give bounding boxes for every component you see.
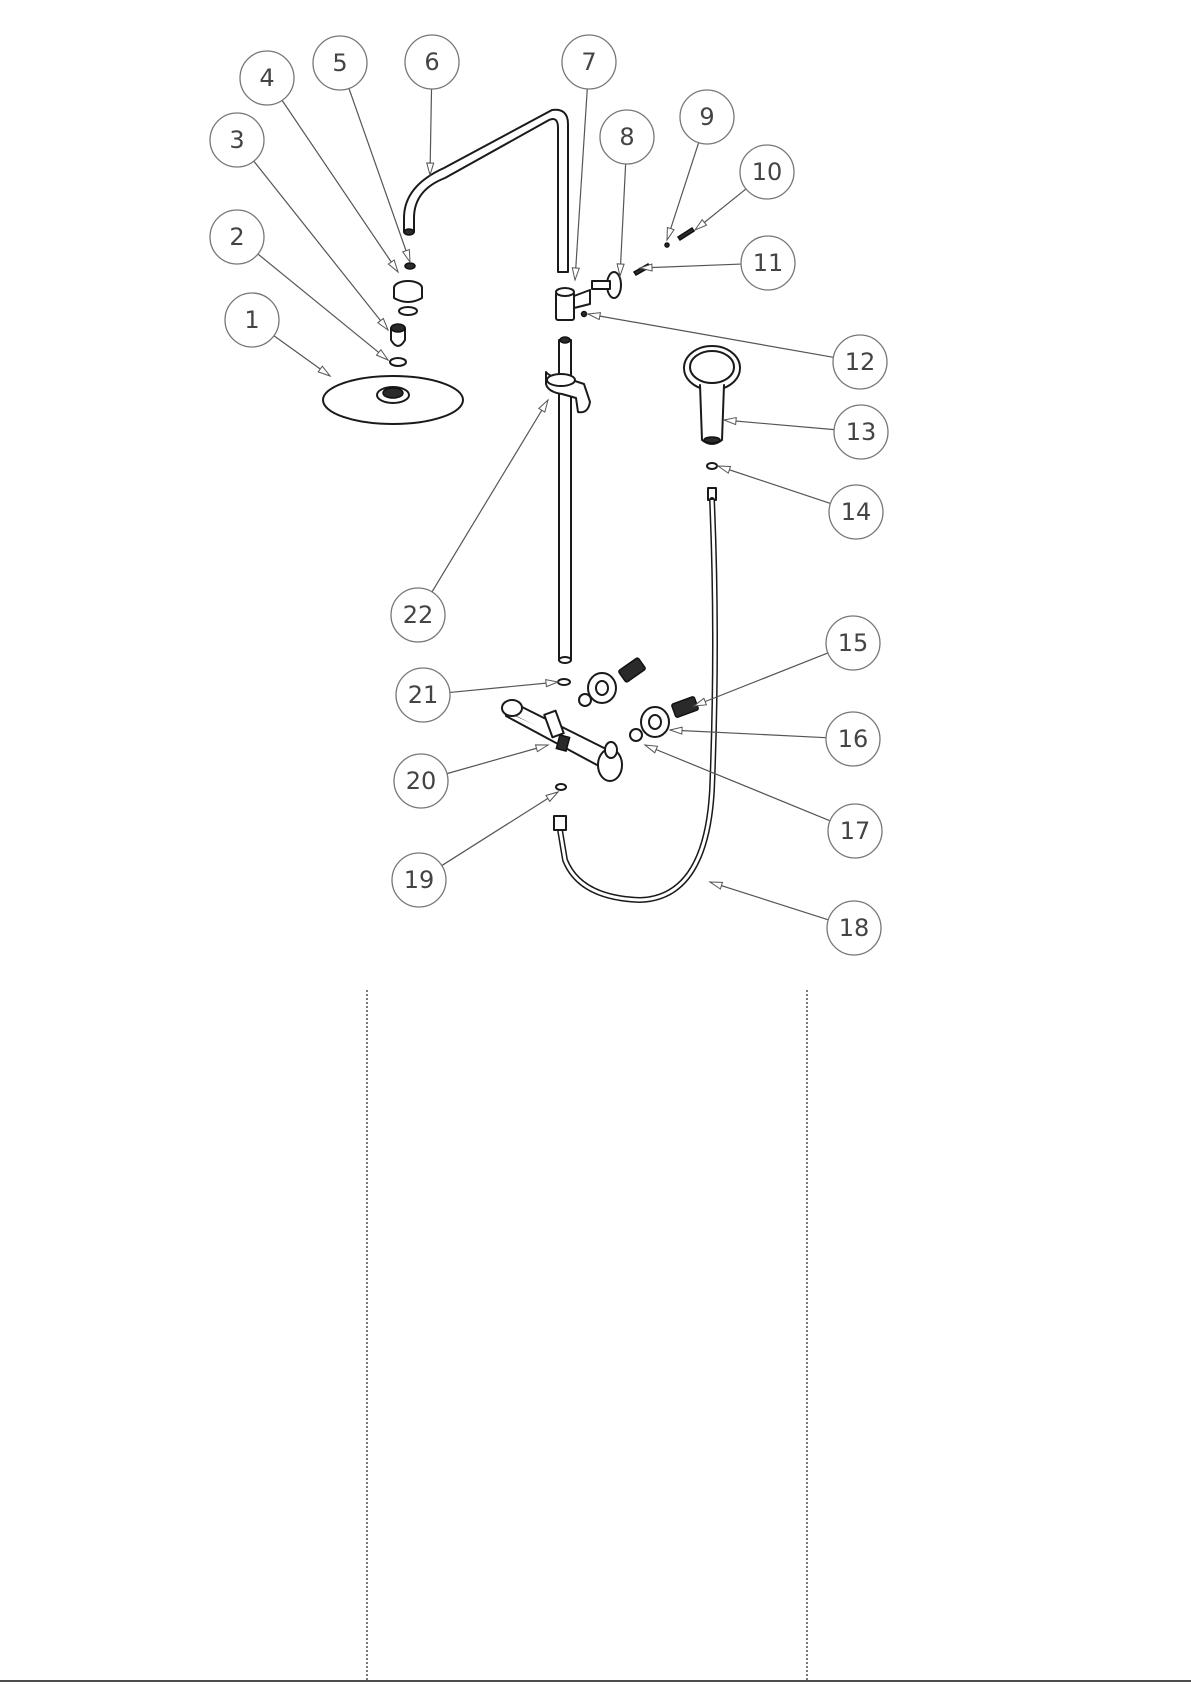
callout-number: 6 bbox=[424, 48, 439, 76]
rain-shower-head bbox=[323, 376, 463, 424]
diverter-knob bbox=[592, 272, 621, 298]
arrowhead bbox=[670, 727, 682, 734]
blank-panel-frame bbox=[0, 990, 1191, 1681]
arrowhead bbox=[388, 260, 398, 272]
arrowhead bbox=[572, 268, 579, 280]
washer-19 bbox=[556, 784, 566, 790]
callout-number: 11 bbox=[753, 249, 784, 277]
arrowhead bbox=[546, 680, 558, 687]
arrowhead bbox=[588, 313, 600, 320]
leader-line bbox=[442, 792, 558, 866]
callout-8: 8 bbox=[600, 110, 654, 276]
callout-number: 22 bbox=[403, 601, 434, 629]
leader-line bbox=[724, 420, 834, 430]
small-screw bbox=[582, 312, 587, 317]
leader-line bbox=[670, 730, 826, 738]
callout-7: 7 bbox=[562, 35, 616, 280]
callout-14: 14 bbox=[718, 466, 883, 539]
eccentric-union-lower bbox=[630, 696, 699, 741]
callout-labels: 12345678910111213141516171819202122 bbox=[210, 35, 888, 955]
leader-line bbox=[258, 254, 388, 360]
arrowhead bbox=[695, 220, 707, 230]
small-pin bbox=[665, 243, 669, 247]
leader-line bbox=[640, 264, 741, 268]
thermostatic-valve-bar bbox=[502, 700, 622, 781]
leader-line bbox=[645, 745, 830, 821]
nut bbox=[394, 281, 422, 302]
washer-14 bbox=[707, 463, 717, 469]
callout-number: 21 bbox=[408, 681, 439, 709]
leader-line bbox=[710, 882, 828, 920]
arrowhead bbox=[536, 745, 548, 752]
callout-number: 16 bbox=[838, 725, 869, 753]
hand-shower bbox=[684, 346, 740, 444]
eccentric-union-upper bbox=[579, 657, 646, 706]
callout-5: 5 bbox=[313, 36, 410, 262]
arrowhead bbox=[403, 250, 410, 262]
shower-hose bbox=[554, 488, 716, 900]
callout-number: 12 bbox=[845, 348, 876, 376]
callout-number: 4 bbox=[259, 64, 274, 92]
callout-18: 18 bbox=[710, 882, 881, 955]
arrowhead bbox=[645, 745, 657, 753]
arrowhead bbox=[376, 350, 388, 360]
callout-number: 9 bbox=[699, 103, 714, 131]
callout-20: 20 bbox=[394, 745, 548, 808]
shower-parts bbox=[323, 110, 740, 900]
leader-line bbox=[620, 164, 626, 276]
washer-21 bbox=[558, 679, 570, 685]
shower-arm bbox=[404, 110, 568, 272]
callout-16: 16 bbox=[670, 712, 880, 766]
leader-line bbox=[282, 100, 398, 272]
leader-line bbox=[667, 143, 699, 240]
washer-4 bbox=[399, 307, 417, 315]
screw-10 bbox=[678, 228, 694, 240]
callout-number: 7 bbox=[581, 48, 596, 76]
leader-line bbox=[430, 89, 432, 175]
callout-6: 6 bbox=[405, 35, 459, 175]
callout-10: 10 bbox=[695, 145, 794, 230]
arrowhead bbox=[710, 882, 722, 889]
callout-number: 10 bbox=[752, 158, 783, 186]
callout-number: 13 bbox=[846, 418, 877, 446]
leader-line bbox=[718, 466, 830, 503]
callout-number: 2 bbox=[229, 223, 244, 251]
callout-number: 17 bbox=[840, 817, 871, 845]
callout-15: 15 bbox=[694, 616, 880, 706]
callout-22: 22 bbox=[391, 400, 548, 642]
callout-number: 5 bbox=[332, 49, 347, 77]
arrowhead bbox=[718, 466, 730, 473]
leader-line bbox=[447, 745, 548, 774]
arrowhead bbox=[724, 418, 736, 425]
callout-19: 19 bbox=[392, 792, 558, 907]
ball-joint bbox=[391, 324, 405, 346]
leader-line bbox=[575, 89, 587, 280]
callout-11: 11 bbox=[640, 236, 795, 290]
leader-line bbox=[450, 682, 558, 692]
arrowhead bbox=[318, 366, 330, 376]
callout-1: 1 bbox=[225, 293, 330, 376]
arrowhead bbox=[539, 400, 548, 412]
washer-2 bbox=[390, 358, 406, 366]
callout-13: 13 bbox=[724, 405, 888, 459]
callout-number: 18 bbox=[839, 914, 870, 942]
callout-number: 15 bbox=[838, 629, 869, 657]
callout-number: 14 bbox=[841, 498, 872, 526]
leader-line bbox=[432, 400, 548, 592]
callout-number: 1 bbox=[244, 306, 259, 334]
arrowhead bbox=[667, 228, 674, 240]
callout-number: 20 bbox=[406, 767, 437, 795]
arrowhead bbox=[546, 792, 558, 801]
callout-number: 3 bbox=[229, 126, 244, 154]
washer-5 bbox=[405, 263, 415, 269]
callout-9: 9 bbox=[667, 90, 734, 240]
callout-number: 19 bbox=[404, 866, 435, 894]
leader-line bbox=[349, 88, 410, 262]
callout-number: 8 bbox=[619, 123, 634, 151]
arrowhead bbox=[378, 318, 388, 330]
